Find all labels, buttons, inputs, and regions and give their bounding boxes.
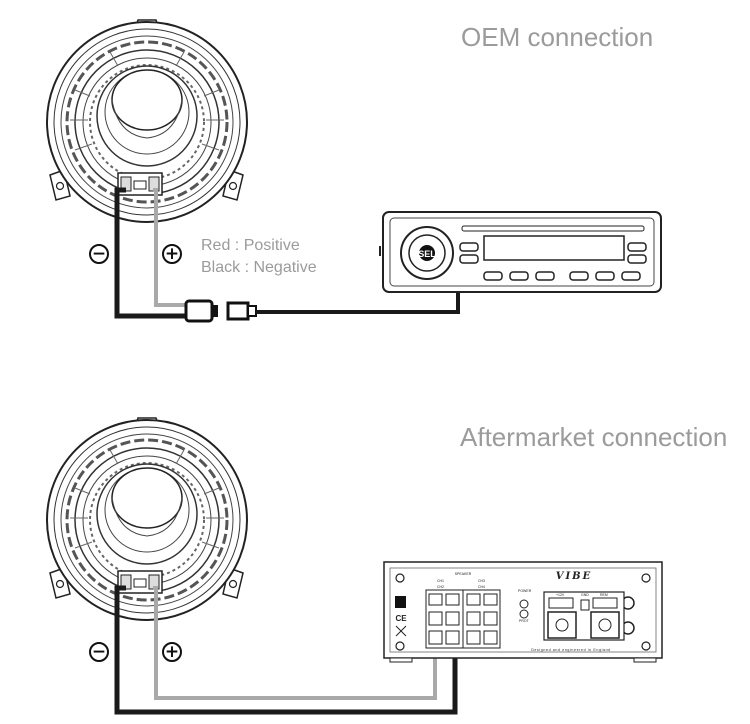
amp-brand-logo: VIBE	[556, 571, 593, 582]
sel-button-label: SEL	[418, 249, 436, 259]
positive-polarity-icon: +	[162, 642, 182, 662]
legend-positive: Red : Positive	[201, 237, 300, 254]
amp-tagline: Designed and engineered in England	[531, 648, 611, 652]
amp-prot-label: PROT	[519, 619, 530, 623]
negative-polarity-icon: −	[89, 642, 109, 662]
ce-mark: CE	[395, 614, 407, 623]
amp-ch4-label: CH4	[478, 585, 485, 589]
positive-wire-oem	[153, 188, 186, 307]
head-unit	[379, 211, 662, 293]
positive-polarity-icon: +	[162, 244, 182, 264]
amp-ch1-label: CH1	[437, 579, 444, 583]
amp-gnd-label: GND	[581, 593, 589, 597]
amp-ch2-label: CH2	[437, 585, 444, 589]
female-plug	[184, 299, 218, 323]
amplifier	[383, 561, 663, 663]
amp-speaker-label: SPEAKER	[455, 572, 472, 576]
amp-rem-label: REM	[600, 593, 608, 597]
amp-12v-label: +12V	[556, 593, 565, 597]
head-unit-cable	[256, 293, 460, 314]
oem-connection-title: OEM connection	[461, 22, 654, 52]
amp-ch3-label: CH3	[478, 579, 485, 583]
speaker-oem	[45, 18, 249, 224]
legend-negative: Black : Negative	[201, 259, 317, 276]
negative-wire-amp	[114, 585, 458, 715]
aftermarket-connection-title: Aftermarket connection	[460, 422, 728, 452]
amp-power-label: POWER	[518, 589, 532, 593]
negative-polarity-icon: −	[89, 244, 109, 264]
male-plug	[226, 301, 257, 321]
negative-wire-oem	[114, 187, 186, 319]
speaker-aftermarket	[45, 416, 249, 622]
positive-wire-amp	[153, 586, 437, 700]
